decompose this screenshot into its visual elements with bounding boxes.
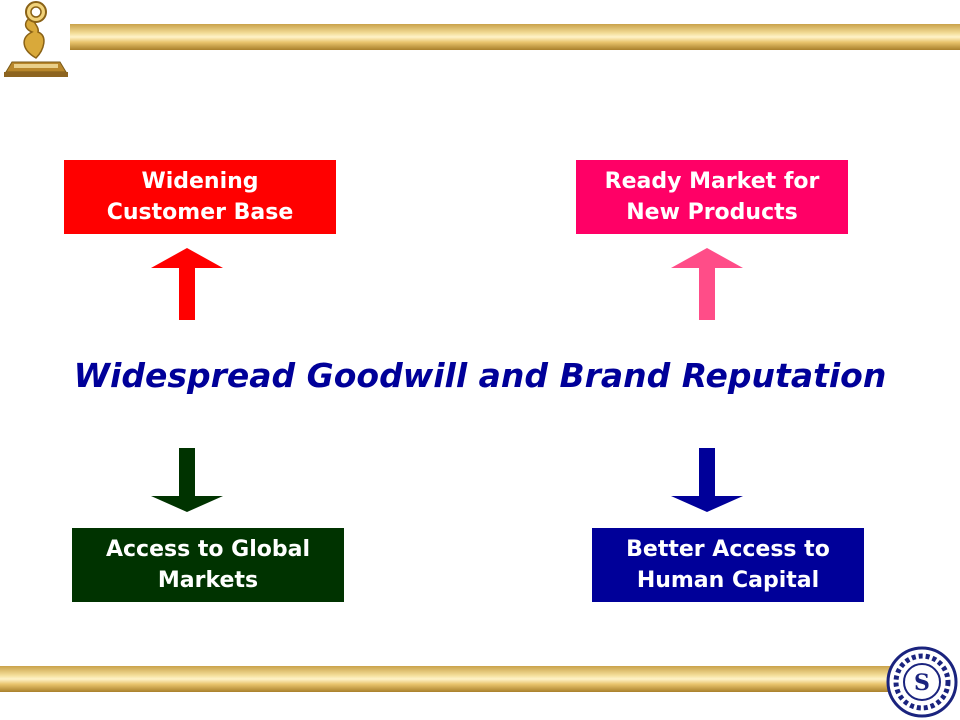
- arrow-up-shape: [671, 248, 743, 320]
- arrow-down-icon: [151, 448, 223, 512]
- box-widening-customer-base: Widening Customer Base: [64, 160, 336, 234]
- box-ready-market-new-products: Ready Market for New Products: [576, 160, 848, 234]
- box-access-human-capital: Better Access to Human Capital: [592, 528, 864, 602]
- arrow-up-icon: [151, 248, 223, 320]
- box-access-global-markets: Access to Global Markets: [72, 528, 344, 602]
- arrow-down-shape: [151, 448, 223, 512]
- center-title: Widespread Goodwill and Brand Reputation: [73, 356, 887, 395]
- arrow-up-icon: [671, 248, 743, 320]
- top-gold-bar: [70, 24, 960, 50]
- arrow-down-icon: [671, 448, 743, 512]
- icsi-gear-seal-icon: S: [886, 646, 958, 718]
- arrow-down-shape: [671, 448, 743, 512]
- trophy-logo-icon: [4, 1, 68, 77]
- arrow-up-shape: [151, 248, 223, 320]
- svg-text:S: S: [914, 670, 930, 696]
- bottom-gold-bar: [0, 666, 890, 692]
